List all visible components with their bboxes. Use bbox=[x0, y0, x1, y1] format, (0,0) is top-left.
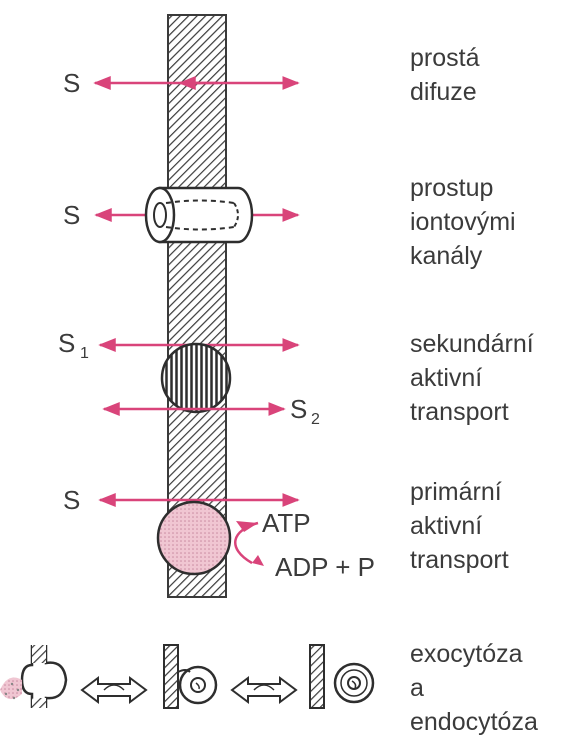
desc-primary-active-line-1: primární bbox=[410, 478, 502, 506]
desc-primary-active-line-2: aktivní bbox=[410, 512, 482, 540]
cotransporter-icon bbox=[162, 344, 230, 412]
substrate-s1-subscript: 1 bbox=[80, 345, 89, 362]
desc-secondary-active-line-2: aktivní bbox=[410, 364, 482, 392]
exocytosis-membrane bbox=[0, 645, 66, 708]
desc-exo-endocytosis-line-2: a bbox=[410, 674, 424, 702]
row-exo-endocytosis bbox=[0, 645, 373, 708]
descriptions: prostá difuze prostup iontovými kanály s… bbox=[410, 44, 538, 736]
substrate-label: S bbox=[63, 485, 80, 515]
adp-label: ADP + P bbox=[275, 552, 375, 582]
endocytosis-membrane bbox=[310, 645, 373, 708]
desc-secondary-active-line-1: sekundární bbox=[410, 330, 534, 358]
desc-simple-diffusion-line-2: difuze bbox=[410, 78, 477, 106]
substrate-s2-subscript: 2 bbox=[311, 411, 320, 428]
transition-arrow-2 bbox=[232, 678, 296, 702]
desc-ion-channels-line-3: kanály bbox=[410, 242, 483, 270]
desc-exo-endocytosis-line-1: exocytóza bbox=[410, 640, 523, 668]
desc-simple-diffusion-line-1: prostá bbox=[410, 44, 480, 72]
desc-secondary-active-line-3: transport bbox=[410, 398, 509, 426]
transition-arrow-1 bbox=[82, 678, 146, 702]
substrate-label: S bbox=[63, 200, 80, 230]
substrate-s1-label: S bbox=[58, 328, 75, 358]
desc-exo-endocytosis-line-3: endocytóza bbox=[410, 708, 538, 736]
vesicle-fusion-membrane bbox=[164, 645, 216, 708]
desc-ion-channels-line-2: iontovými bbox=[410, 208, 516, 236]
desc-ion-channels-line-1: prostup bbox=[410, 174, 493, 202]
row-ion-channels: S bbox=[63, 188, 298, 242]
ion-channel-icon bbox=[146, 188, 252, 242]
substrate-label: S bbox=[63, 68, 80, 98]
substrate-s2-label: S bbox=[290, 394, 307, 424]
atp-pump-icon bbox=[158, 502, 230, 574]
atp-label: ATP bbox=[262, 508, 311, 538]
desc-primary-active-line-3: transport bbox=[410, 546, 509, 574]
